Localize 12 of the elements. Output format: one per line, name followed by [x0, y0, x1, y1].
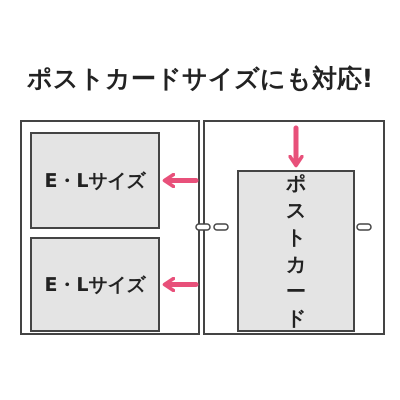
album-page	[20, 120, 200, 335]
arrow	[162, 276, 198, 292]
arrow	[162, 172, 198, 188]
album-page	[203, 120, 385, 335]
photo-slot	[30, 237, 160, 332]
photo-slot	[237, 170, 355, 332]
slot-label: E・Lサイズ	[44, 272, 146, 298]
photo-slot	[30, 132, 160, 229]
arrow	[288, 126, 304, 168]
title: ポストカードサイズにも対応!	[26, 63, 374, 95]
slot-label: E・Lサイズ	[44, 168, 146, 194]
slot-label: ポストカード	[285, 170, 307, 332]
